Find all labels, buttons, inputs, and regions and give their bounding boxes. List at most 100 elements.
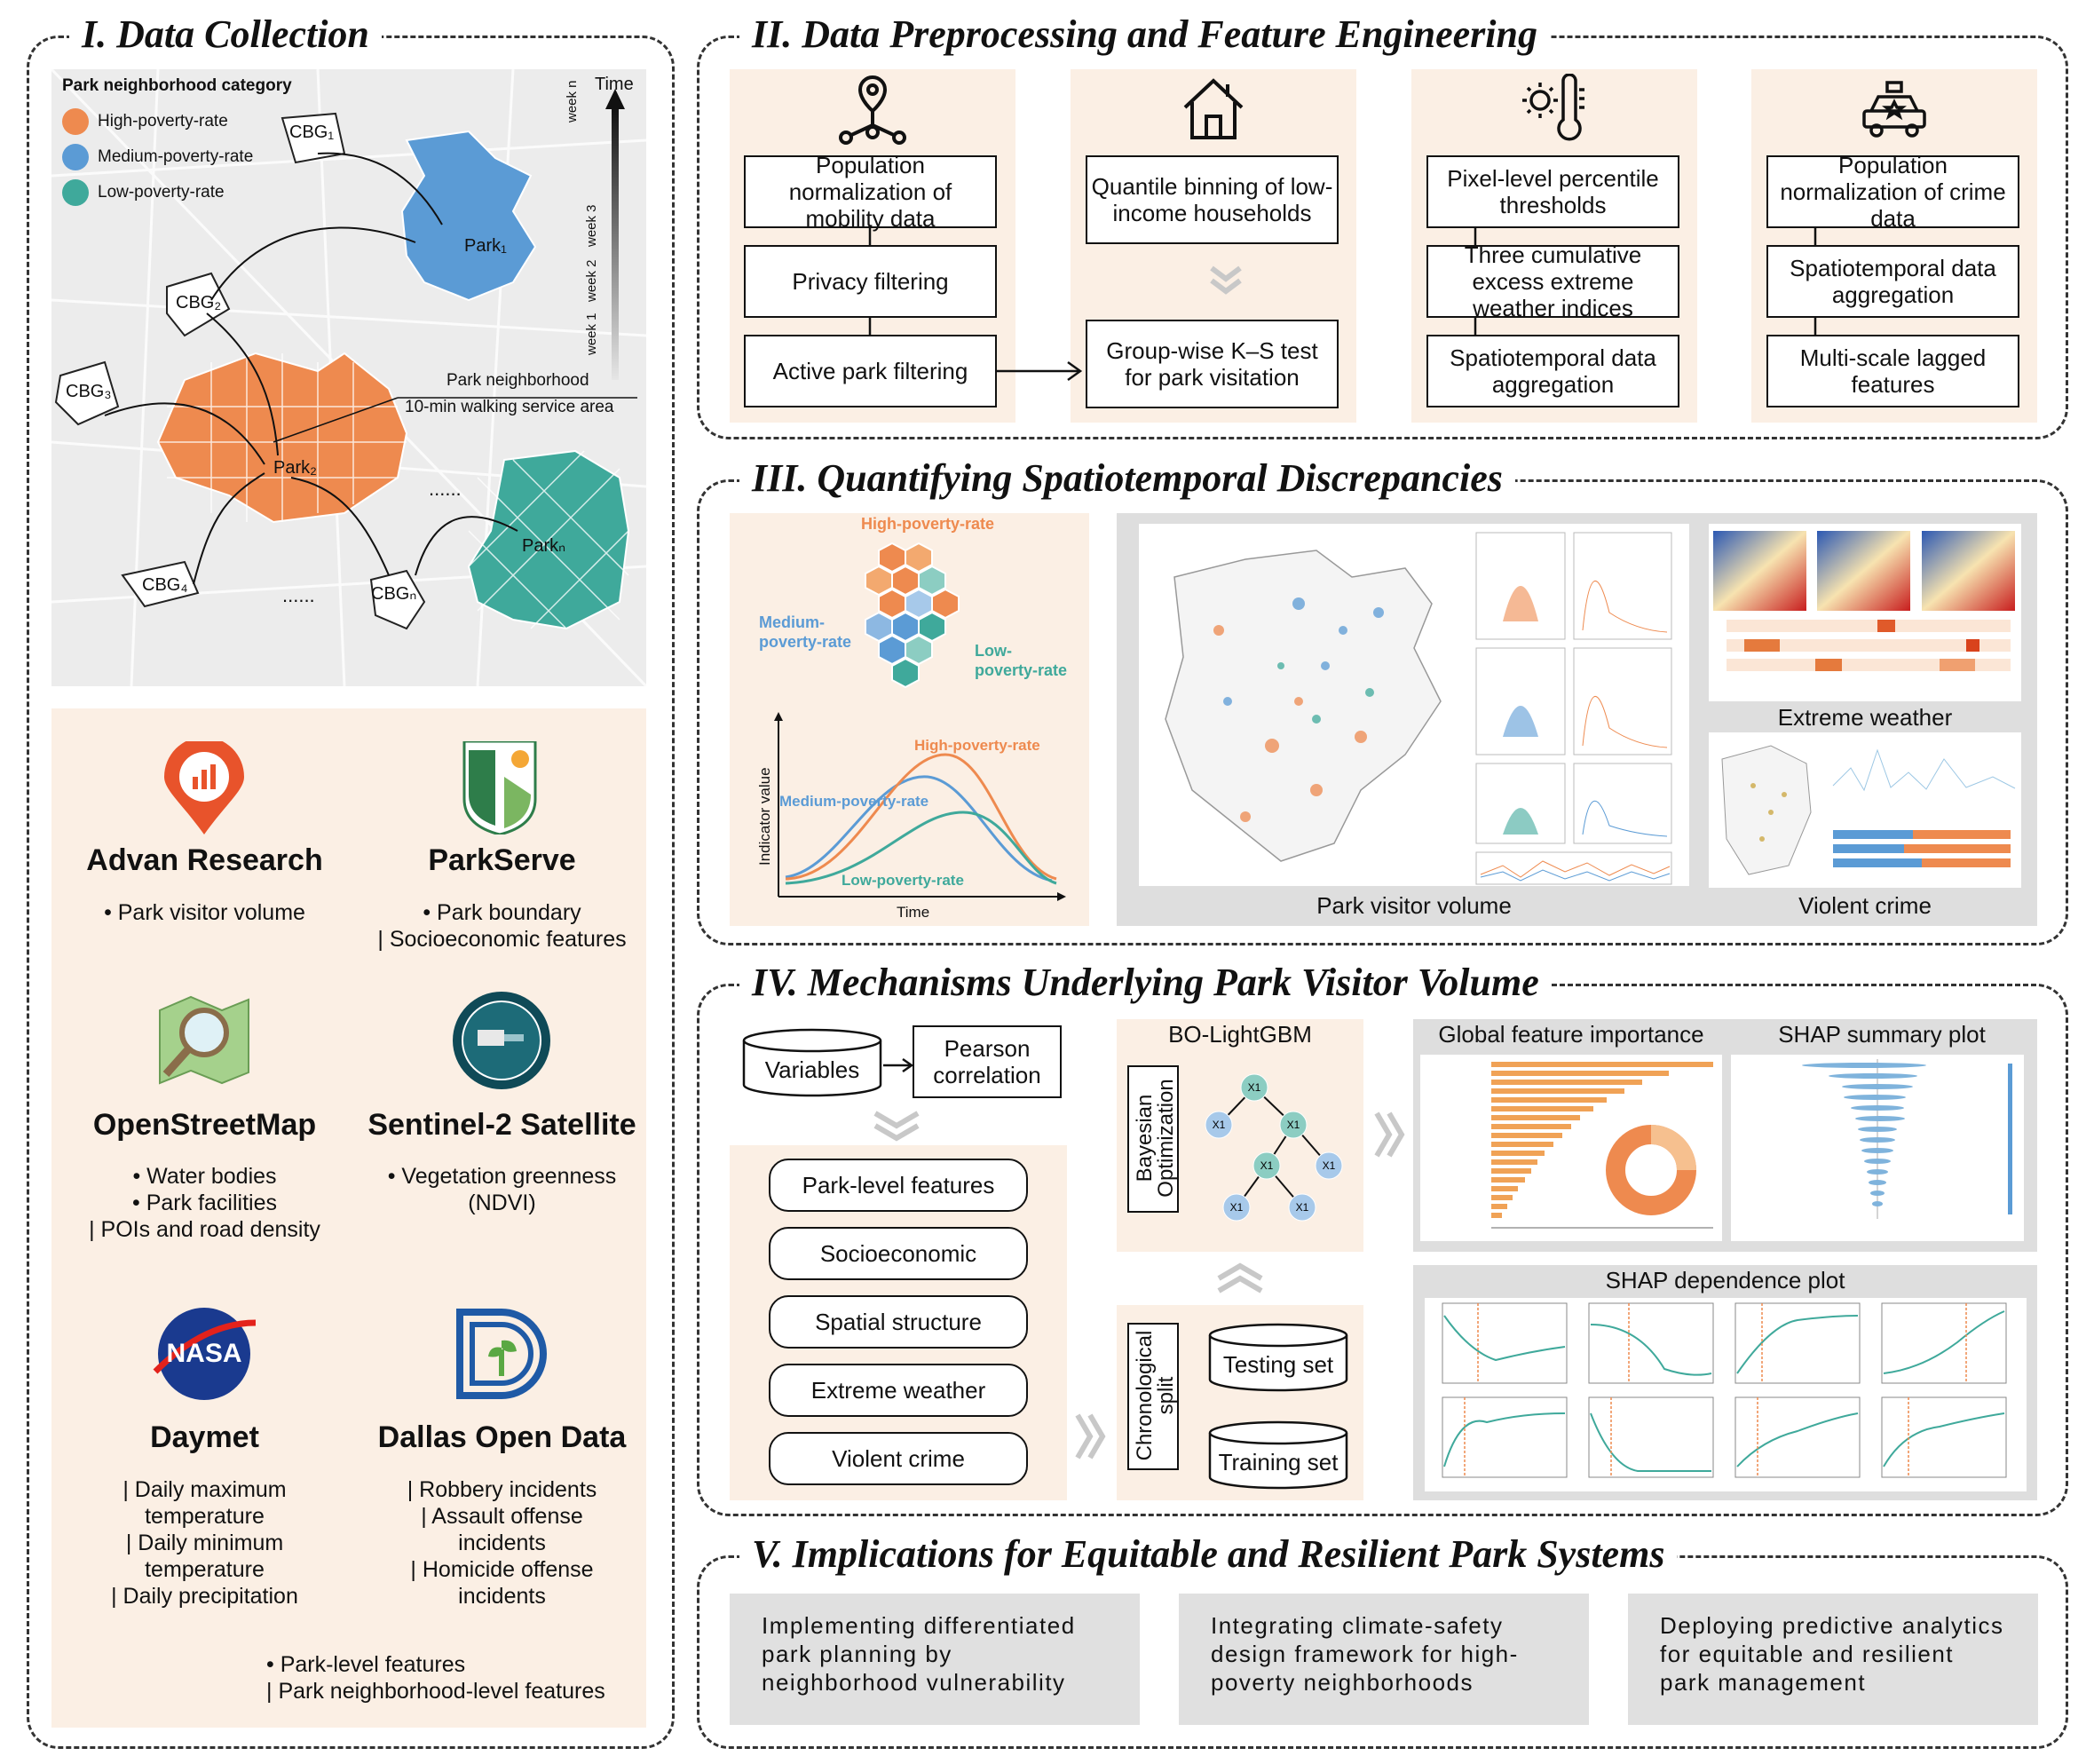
legend-neighborhood-level: | Park neighborhood-level features [266, 1679, 605, 1704]
mobility-normalization-box: Population normalization of mobility dat… [744, 152, 997, 232]
category-low: Low-poverty-rate [62, 179, 225, 206]
park1-label: Park₁ [464, 236, 507, 256]
chronological-label: Chronological split [1133, 1330, 1178, 1461]
panel5-title: V. Implications for Equitable and Resili… [739, 1532, 1678, 1577]
park2-label: Park₂ [273, 458, 317, 478]
park1-polygon [400, 130, 537, 302]
variables-database-icon [742, 1028, 882, 1097]
source-osm-item-3: | POIs and road density [89, 1217, 320, 1242]
panel3-title: III. Quantifying Spatiotemporal Discrepa… [739, 456, 1515, 501]
high-curve [785, 753, 1057, 881]
cbg3-shape [54, 360, 120, 426]
low-curve [785, 811, 1057, 885]
indicator-curves [774, 712, 1066, 901]
source-dallas-item-4: | Homicide offense [410, 1557, 594, 1582]
weather-aggregation-box: Spatiotemporal data aggregation [1426, 335, 1679, 407]
implication-climate-safety-design: Integrating climate-safety design framew… [1179, 1594, 1589, 1725]
high-poverty-pin-icon [62, 108, 89, 135]
sun-thermometer-icon [1522, 74, 1584, 141]
variables-to-pearson-arrow [883, 1057, 914, 1073]
cbg4-shape [121, 560, 200, 608]
hex-label-high: High-poverty-rate [861, 515, 995, 533]
hex-label-low: Low- poverty-rate [975, 642, 1068, 679]
panel1-title: I. Data Collection [69, 12, 382, 57]
police-car-icon [1862, 81, 1926, 138]
source-daymet-name: Daymet [150, 1420, 259, 1454]
week-3-label: week 3 [584, 204, 599, 247]
cbg4-label: CBG₄ [142, 575, 188, 595]
source-dallas-item-2: | Assault offense [421, 1504, 583, 1529]
cbg3-label: CBG₃ [66, 382, 112, 401]
map-pin-chart-icon [164, 741, 244, 835]
privacy-filtering-box: Privacy filtering [744, 245, 997, 318]
source-parkserve-name: ParkServe [428, 843, 576, 877]
percentile-thresholds-box: Pixel-level percentile thresholds [1426, 155, 1679, 228]
lagged-features-box: Multi-scale lagged features [1766, 335, 2019, 407]
chevron-right-icon [1075, 1413, 1106, 1459]
curve-xlabel: Time [897, 904, 930, 921]
shap-beeswarm [1802, 1059, 2012, 1219]
shap-dependence-title: SHAP dependence plot [1605, 1267, 1845, 1293]
shap-summary-title: SHAP summary plot [1778, 1021, 1986, 1048]
week-1-label: week 1 [584, 312, 599, 355]
source-dallas-name: Dallas Open Data [377, 1420, 627, 1454]
cbg2-label: CBG₂ [176, 293, 222, 312]
shap-summary-plot [1731, 1055, 2024, 1241]
dependence-panels [1442, 1302, 2007, 1478]
importance-bars [1491, 1062, 1713, 1229]
pearson-correlation-box: Pearson correlation [913, 1025, 1062, 1098]
curve-ylabel: Indicator value [756, 767, 773, 866]
feature-park-level: Park-level features [769, 1159, 1028, 1212]
training-set-database-icon [1208, 1420, 1348, 1490]
panel2-connectors [868, 228, 1817, 382]
nasa-logo-text: NASA [166, 1339, 241, 1368]
feature-socioeconomic: Socioeconomic [769, 1227, 1028, 1280]
source-daymet-item-3: | Daily minimum [125, 1531, 284, 1555]
curve-label-low: Low-poverty-rate [842, 872, 964, 889]
cbgn-label: CBGₙ [371, 584, 417, 604]
chevron-up-icon [1217, 1262, 1263, 1293]
decision-tree-diagram: X1 X1 X1 X1 X1 X1 X1 [1205, 1073, 1343, 1222]
category-title: Park neighborhood category [62, 76, 292, 95]
nasa-logo-icon: NASA [153, 1308, 257, 1400]
satellite-badge-icon [453, 992, 550, 1089]
source-sentinel-item-1: • Vegetation greenness [387, 1164, 617, 1189]
implication-predictive-analytics: Deploying predictive analytics for equit… [1628, 1594, 2038, 1725]
chevron-down-icon [873, 1111, 920, 1142]
panel2-title: II. Data Preprocessing and Feature Engin… [739, 12, 1550, 57]
chevron-right-icon [1374, 1111, 1405, 1158]
data-sources-area [51, 708, 646, 1728]
source-advan-item: • Park visitor volume [104, 900, 305, 925]
study-map: Park neighborhood category High-poverty-… [51, 69, 646, 686]
dallas-logo-icon [456, 1309, 547, 1399]
caption-violent-crime: Violent crime [1798, 892, 1932, 919]
visitor-map-thumbnail [1165, 532, 1672, 885]
weather-thumbnail [1713, 531, 2015, 671]
neighborhood-label-2: 10-min walking service area [405, 398, 614, 416]
parkn-label: Parkₙ [522, 536, 566, 556]
violent-crime-figure [1709, 732, 2021, 888]
tree-node-label: X1 [1260, 1159, 1274, 1172]
hex-label-medium: Medium- poverty-rate [759, 613, 852, 651]
bo-lightgbm-title: BO-LightGBM [1168, 1021, 1312, 1048]
testing-set-database-icon [1208, 1323, 1348, 1392]
map-ellipsis-1: ...... [429, 478, 462, 500]
tree-node-label: X1 [1287, 1119, 1300, 1131]
category-high: High-poverty-rate [62, 108, 228, 135]
caption-visitor-volume: Park visitor volume [1316, 892, 1512, 919]
neighborhood-label-1: Park neighborhood [446, 371, 589, 390]
medium-poverty-pin-icon [62, 144, 89, 170]
crime-normalization-box: Population normalization of crime data [1766, 152, 2019, 232]
tree-node-label: X1 [1213, 1119, 1226, 1131]
global-importance-title: Global feature importance [1438, 1021, 1704, 1048]
source-dallas-item-1: | Robbery incidents [407, 1477, 597, 1502]
source-parkserve-item-1: • Park boundary [423, 900, 581, 925]
ks-test-box: Group-wise K–S test for park visitation [1086, 320, 1339, 408]
source-osm-name: OpenStreetMap [92, 1108, 317, 1142]
cbg1-label: CBG₁ [289, 123, 335, 142]
tree-node-label: X1 [1323, 1159, 1336, 1172]
week-n-label: week n [565, 80, 580, 123]
cbgn-shape [369, 569, 426, 630]
source-osm-item-1: • Water bodies [132, 1164, 277, 1189]
bayesian-label: Bayesian Optimization [1133, 1079, 1178, 1198]
